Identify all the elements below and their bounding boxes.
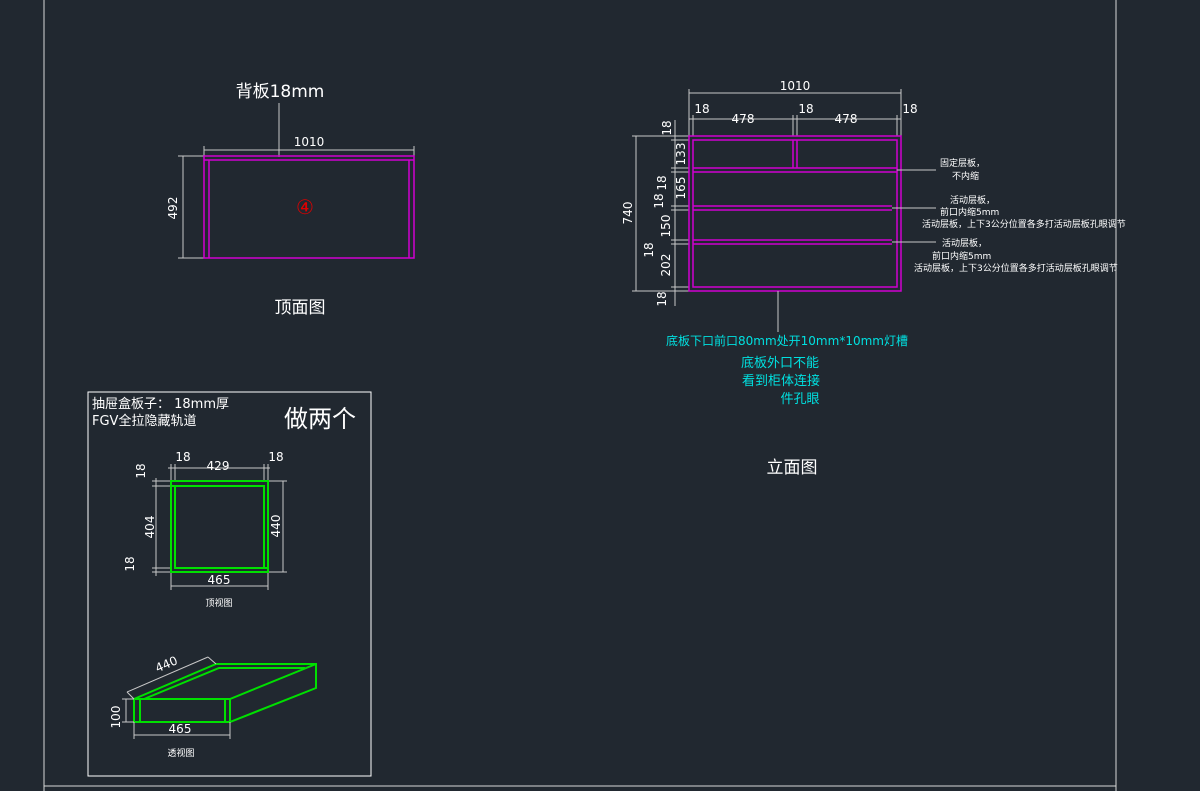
drawer-top-view-caption: 顶视图 [205,597,232,609]
elevation-left-dim-6: 18 [642,242,656,257]
drawer-perspective-width-dim: 465 [169,722,192,736]
top-view-width-dim: 1010 [294,135,325,149]
drawing-frame [43,0,1117,791]
drawer-bottom-board-dim: 18 [123,556,137,571]
bottom-note-2-line-2: 看到柜体连接 [742,373,820,389]
elevation-side-left-dim: 18 [694,102,709,116]
elevation-left-dim-5: 150 [659,215,673,238]
top-view-drawing: 背板18mm 1010 492 ④ 顶面图 [166,82,415,318]
note-movable-b1: 活动层板， [942,237,987,249]
elevation-left-dim-7: 202 [659,254,673,277]
drawer-panel: 抽屉盒板子： 18mm厚 FGV全拉隐藏轨道 做两个 18 429 18 18 … [87,391,372,777]
drawer-panel-border [87,391,372,777]
drawer-perspective-depth-dim: 440 [153,653,180,675]
note-movable-b2: 前口内缩5mm [932,250,991,262]
elevation-left-dim-0: 18 [660,120,674,135]
top-view-depth-dim: 492 [166,197,180,220]
note-fixed-shelf-1: 固定层板， [940,157,985,169]
elevation-bay-right-dim: 478 [835,112,858,126]
note-movable-b3: 活动层板，上下3公分位置各多打活动层板孔眼调节 [914,262,1118,274]
elevation-width-dim: 1010 [780,79,811,93]
elevation-left-dim-2: 18 [655,175,669,190]
drawer-title-line-2: FGV全拉隐藏轨道 [92,413,196,429]
elevation-mid-divider-dim: 18 [798,102,813,116]
drawer-perspective-height-dim: 100 [109,706,123,729]
top-view-caption: 顶面图 [275,298,326,318]
elevation-left-dim-1: 133 [674,143,688,166]
elevation-cabinet-outline [688,135,902,292]
drawer-top-board-dim: 18 [134,463,148,478]
drawer-perspective-caption: 透视图 [167,747,194,759]
elevation-left-dim-8: 18 [655,291,669,306]
back-panel-label: 背板18mm [236,82,325,102]
note-movable-a1: 活动层板， [950,194,995,206]
bottom-note-2-line-1: 底板外口不能 [741,355,819,371]
drawer-top-side-right-dim: 18 [268,450,283,464]
top-view-cabinet-outline [203,155,415,259]
part-marker: ④ [296,195,314,219]
bottom-note: 底板下口前口80mm处开10mm*10mm灯槽 [666,333,908,348]
drawer-top-inner-width-dim: 429 [207,459,230,473]
elevation-height-dim: 740 [621,202,635,225]
drawer-top-side-left-dim: 18 [175,450,190,464]
drawer-quantity-note: 做两个 [284,405,356,433]
drawer-outer-depth-dim: 440 [269,515,283,538]
drawer-inner-depth-dim: 404 [143,516,157,539]
elevation-drawing: 1010 18 478 18 478 18 740 [621,79,1126,478]
elevation-bay-left-dim: 478 [732,112,755,126]
elevation-caption: 立面图 [767,458,818,478]
note-movable-a2: 前口内缩5mm [940,206,999,218]
elevation-left-dim-3: 165 [674,177,688,200]
drawer-top-view-outline [170,480,269,573]
elevation-side-right-dim: 18 [902,102,917,116]
elevation-left-dim-4: 18 [652,193,666,208]
bottom-note-2-line-3: 件孔眼 [780,392,819,407]
drawer-title-line-1: 抽屉盒板子： 18mm厚 [92,396,229,412]
note-fixed-shelf-2: 不内缩 [952,170,979,182]
note-movable-a3: 活动层板，上下3公分位置各多打活动层板孔眼调节 [922,218,1126,230]
drawer-outer-width-dim: 465 [208,573,231,587]
